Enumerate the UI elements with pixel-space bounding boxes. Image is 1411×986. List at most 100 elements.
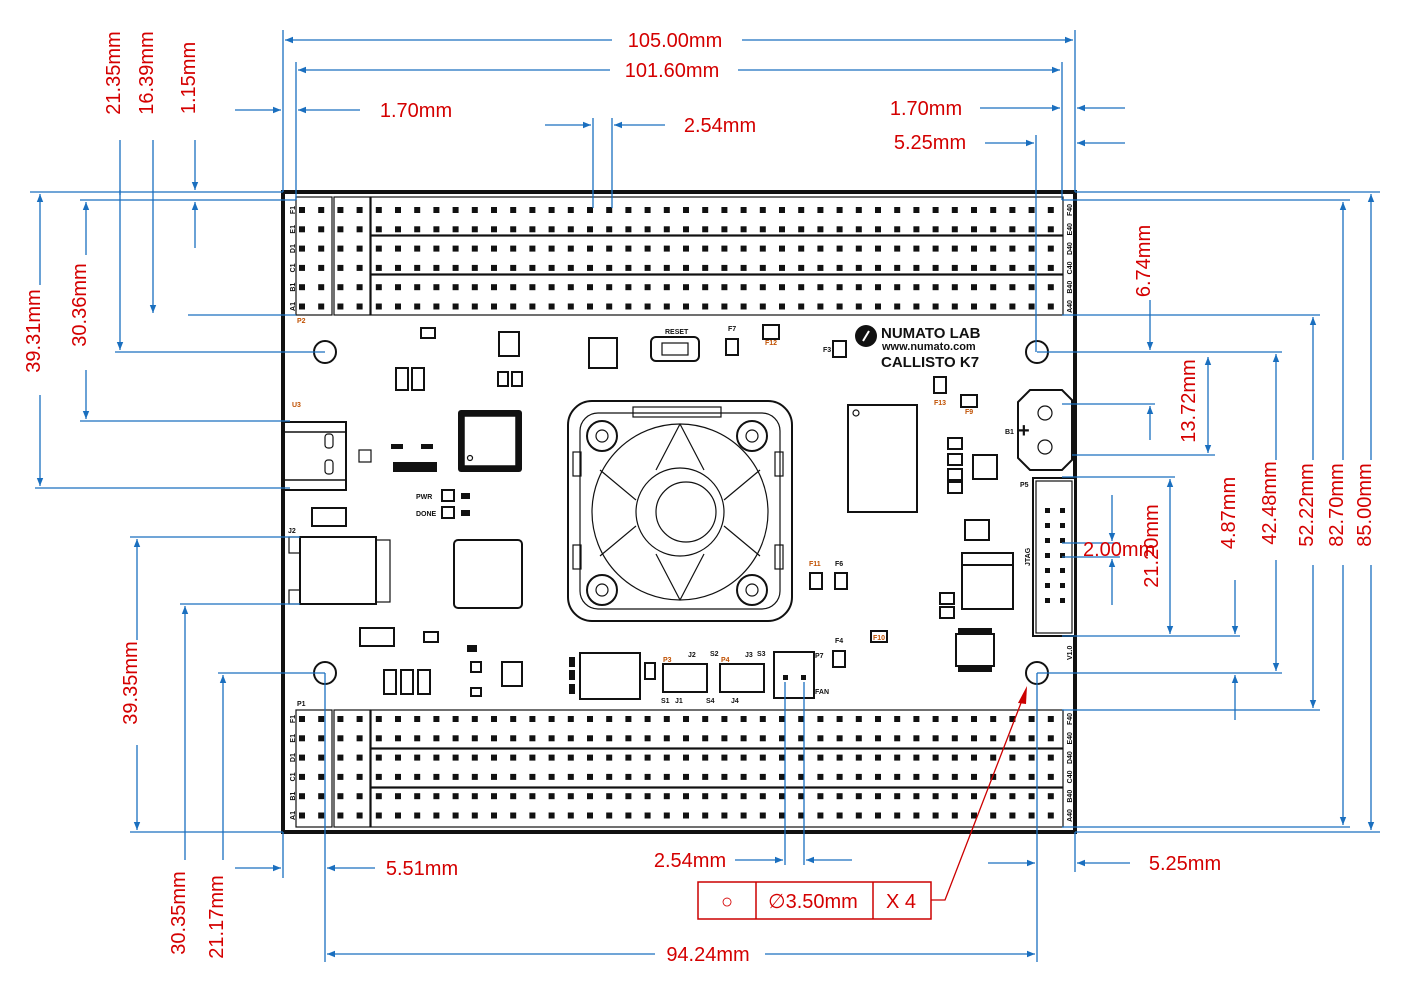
header-pin	[1028, 773, 1035, 780]
row-label-right: B40	[1067, 790, 1074, 803]
header-pin	[1047, 735, 1054, 742]
ddr-memory	[847, 404, 918, 513]
ref-j1: J1	[675, 698, 683, 705]
row-label-right: C40	[1067, 261, 1074, 274]
header-pin	[817, 754, 824, 761]
header-pin	[836, 245, 843, 252]
header-pin	[663, 264, 670, 271]
header-pin	[740, 303, 747, 310]
header-pin	[318, 773, 325, 780]
header-pin	[510, 226, 517, 233]
ref-f13: F13	[934, 400, 946, 407]
header-pin	[932, 207, 939, 213]
header-pin	[433, 264, 440, 271]
header-pin	[606, 245, 613, 252]
header-pin	[990, 716, 997, 722]
header-pin	[548, 735, 555, 742]
row-label-right: A40	[1067, 300, 1074, 313]
header-pin	[759, 735, 766, 742]
header-pin	[414, 735, 421, 742]
header-pin	[740, 793, 747, 800]
led-label-pwr: PWR	[416, 494, 432, 501]
header-pin	[1028, 303, 1035, 310]
jtag-pin	[1060, 523, 1065, 528]
header-pin	[1009, 754, 1016, 761]
jtag-pin	[1060, 508, 1065, 513]
header-pin	[510, 793, 517, 800]
header-pin	[395, 264, 401, 271]
header-pin	[817, 207, 824, 213]
dim-hole-left-bottom: 5.51mm	[386, 858, 458, 880]
jtag-label: JTAG	[1025, 547, 1032, 566]
header-pin	[587, 716, 593, 722]
header-pin	[395, 812, 401, 819]
header-pin	[894, 735, 901, 742]
header-pin	[337, 284, 344, 291]
header-pin	[779, 716, 785, 722]
dim-right-margin-top: 1.70mm	[890, 98, 962, 120]
header-pin	[529, 245, 536, 252]
header-pin	[990, 754, 997, 761]
row-label-right: D40	[1067, 242, 1074, 255]
hole-count: X 4	[886, 891, 916, 913]
header-pin	[318, 793, 325, 800]
dim-39-35: 39.35mm	[120, 641, 142, 724]
header-pin	[759, 226, 766, 233]
header-pin	[567, 793, 574, 800]
header-pin	[721, 207, 728, 213]
header-pin	[471, 716, 478, 722]
header-pin	[1009, 735, 1016, 742]
header-pin	[644, 812, 651, 819]
header-pin	[299, 735, 305, 742]
capacitor	[497, 371, 509, 387]
header-pin	[471, 793, 478, 800]
header-pin	[299, 226, 305, 233]
header-pin	[683, 812, 689, 819]
header-pin	[356, 716, 363, 722]
dim-30-35: 30.35mm	[168, 871, 190, 954]
header-pin	[683, 754, 689, 761]
header-pin	[779, 264, 785, 271]
header-bottom	[295, 709, 1064, 828]
header-pin	[395, 716, 401, 722]
fuse-f12	[762, 324, 780, 340]
header-pin	[587, 303, 593, 310]
header-pin	[894, 207, 901, 213]
header-pin	[491, 264, 497, 271]
header-pin	[548, 716, 555, 722]
header-pin	[587, 754, 593, 761]
header-pin	[587, 207, 593, 213]
header-pin	[606, 773, 613, 780]
header-pin	[932, 793, 939, 800]
ref-u3: U3	[292, 402, 301, 409]
header-pin	[1028, 754, 1035, 761]
header-pin	[567, 264, 574, 271]
header-pin	[721, 793, 728, 800]
header-pin	[299, 303, 305, 310]
header-pin	[740, 735, 747, 742]
header-pin	[510, 284, 517, 291]
capacitor	[939, 606, 955, 619]
coin-cell-battery-b1: +	[1017, 389, 1073, 471]
header-pin	[606, 284, 613, 291]
header-pin	[395, 303, 401, 310]
header-pin	[913, 716, 920, 722]
header-pin	[433, 303, 440, 310]
header-pin	[567, 207, 574, 213]
brand-name: NUMATO LAB	[881, 325, 981, 342]
header-pin	[491, 303, 497, 310]
inductor	[964, 519, 990, 541]
header-pin	[356, 245, 363, 252]
header-pin	[740, 812, 747, 819]
capacitor	[947, 437, 963, 450]
jtag-pin	[1060, 538, 1065, 543]
header-pin	[990, 793, 997, 800]
header-pin	[587, 773, 593, 780]
header-pin	[913, 245, 920, 252]
header-pin	[606, 754, 613, 761]
header-pin	[836, 207, 843, 213]
header-ref-p2: P2	[297, 318, 306, 325]
header-pin	[932, 773, 939, 780]
header-pin	[433, 812, 440, 819]
header-pin	[644, 264, 651, 271]
